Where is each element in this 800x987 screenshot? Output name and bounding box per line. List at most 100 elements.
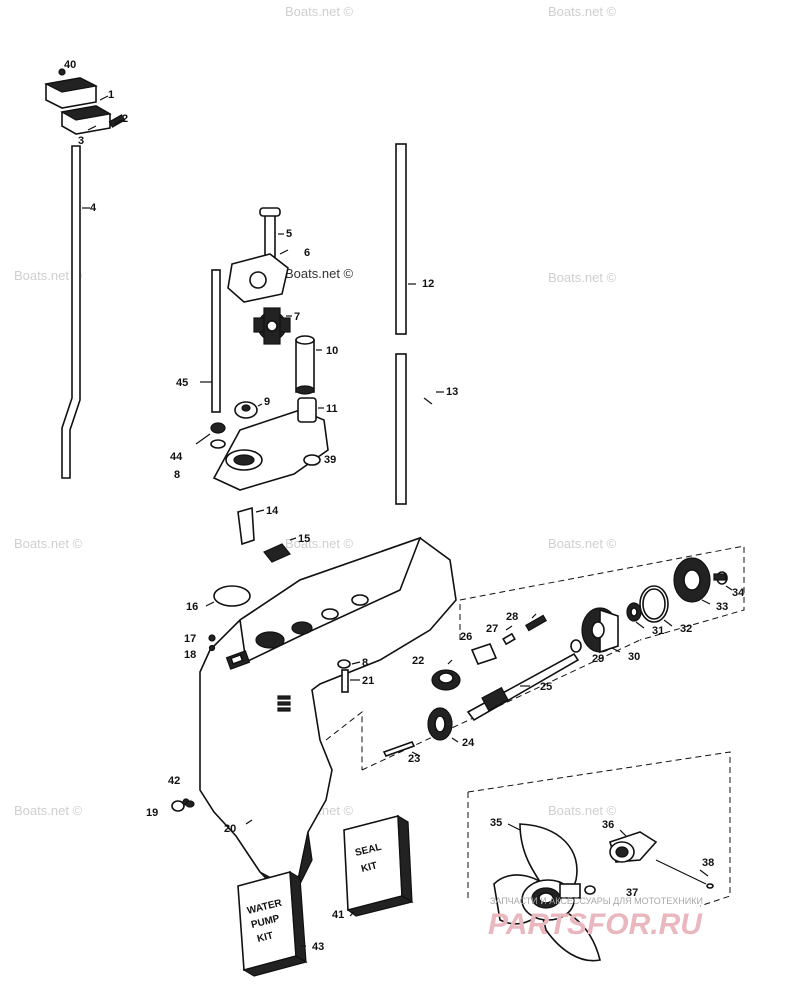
part-20-gearcase [199,536,457,893]
leader [531,613,537,619]
part-15-seal [263,543,291,563]
leader [699,869,709,877]
callout-24: 24 [462,737,475,749]
leader [725,585,733,591]
leader [507,823,521,831]
part-39-o-ring [303,454,321,466]
seal-kit-label-line2: KIT [360,860,378,875]
callout-19: 19 [146,807,158,819]
part-19-nut [185,800,195,808]
part-3-pin [87,125,97,131]
leader [611,647,621,653]
callout-12: 12 [422,278,434,290]
leader [663,619,673,627]
callout-34: 34 [732,587,745,599]
part-26-clutch [470,643,498,665]
callout-18: 18 [184,649,196,661]
part-35-propeller [493,823,601,962]
part-24-forward-gear [427,707,453,741]
water-pump-kit-box: WATER PUMP KIT [237,870,308,977]
callout-32: 32 [680,623,692,635]
callout-29: 29 [592,653,604,665]
part-25-propeller-shaft [466,652,580,722]
callout-37: 37 [626,887,638,899]
callout-41: 41 [332,909,344,921]
part-16-o-ring [205,585,251,607]
leader [245,819,253,825]
callout-36: 36 [602,819,614,831]
part-22-pinion-gear [431,669,461,691]
clutch-parts [470,613,547,665]
part-12-drive-shaft [395,143,444,505]
callout-42: 42 [168,775,180,787]
water-pump-kit-label-line3: KIT [256,930,274,945]
part-8-washer [210,439,226,449]
part-28-spring [525,614,547,632]
callout-10: 10 [326,345,338,357]
part-1-clamp-lower-top [60,105,112,121]
watermark: Boats.net © [14,268,83,283]
callout-6: 6 [304,247,310,259]
part-30-reverse-gear [581,607,619,654]
part-4-shift-rod [61,145,90,479]
part-44-nut [210,422,226,434]
watermark: Boats.net © [548,4,617,19]
callout-8: 8 [174,469,180,481]
leader [635,621,645,629]
watermark: Boats.net © [548,536,617,551]
callout-40: 40 [64,59,76,71]
callout-26: 26 [460,631,472,643]
callout-labels: 40 1 2 3 4 5 6 7 10 45 9 11 44 8 39 12 1… [64,59,745,953]
watermark: Boats.net © [285,266,354,281]
leader [351,661,361,665]
propeller-assembly [493,823,714,962]
callout-8b: 8 [362,657,368,669]
part-17-screw [208,634,216,642]
callout-17: 17 [184,633,196,645]
callout-30: 30 [628,651,640,663]
callout-13: 13 [446,386,458,398]
callout-45: 45 [176,377,188,389]
part-10-tube [295,335,315,395]
callout-4: 4 [90,202,97,214]
leader [113,119,123,125]
leader [411,751,421,757]
callout-21: 21 [362,675,374,687]
leader [195,433,211,445]
callout-16: 16 [186,601,198,613]
clamp-assembly [44,68,126,135]
callout-11: 11 [326,403,338,415]
part-27-pin [502,632,516,646]
leader [447,659,453,665]
callout-22: 22 [412,655,424,667]
watermark: Boats.net © [285,4,354,19]
part-11-pump-housing [212,397,329,491]
part-7-impeller [253,307,291,345]
watermark: Boats.net © [14,803,83,818]
callout-9: 9 [264,396,270,408]
part-5-screw-head [259,207,281,217]
callout-35: 35 [490,817,502,829]
callout-27: 27 [486,623,498,635]
leader [451,737,459,743]
part-36-nut [609,831,658,863]
parts-42-19 [171,798,195,812]
part-34-screw [713,571,728,585]
water-pump-assembly [227,207,322,395]
callout-39: 39 [324,454,336,466]
callout-5: 5 [286,228,292,240]
callout-1: 1 [108,89,114,101]
callout-43: 43 [312,941,324,953]
part-5-screw [264,213,276,259]
part-40-pin [58,68,66,76]
part-33-bearing-carrier [673,557,711,603]
leader [701,599,711,605]
gear-train [382,652,580,757]
leader [505,625,513,631]
callout-31: 31 [652,625,664,637]
callout-14: 14 [266,505,279,517]
callout-28: 28 [506,611,518,623]
part-21-screw [341,669,349,693]
promo-logo: PARTSFOR.RU [488,908,703,941]
